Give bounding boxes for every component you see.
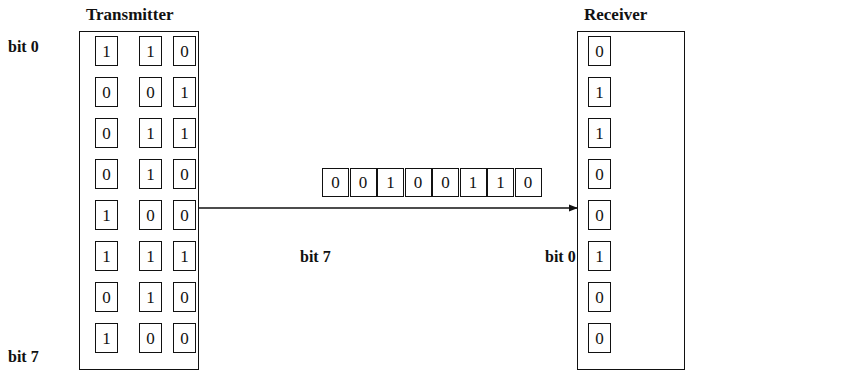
bit-value: 0 [180,207,189,224]
bit-cell: 1 [139,118,162,148]
bit-value: 0 [595,330,604,347]
bit-value: 0 [180,289,189,306]
bit-value: 1 [102,248,111,265]
bit-cell: 0 [95,118,118,148]
bit-value: 1 [180,125,189,142]
bit-value: 1 [146,43,155,60]
bit-cell: 0 [139,323,162,353]
bit-value: 0 [146,84,155,101]
bit-cell: 0 [173,323,196,353]
bit-cell: 1 [95,36,118,66]
serial-bit-cell: 0 [405,168,432,197]
bit-value: 1 [180,84,189,101]
serial-bit-cell: 1 [460,168,487,197]
bit-value: 0 [102,289,111,306]
bit-value: 1 [102,207,111,224]
bit-value: 0 [595,207,604,224]
bit-value: 1 [496,174,505,191]
serial-bit-cell: 0 [350,168,377,197]
bit-value: 0 [102,125,111,142]
bit-cell: 1 [588,241,611,271]
bit-label: bit 7 [300,248,331,266]
bit-value: 1 [146,289,155,306]
bit-cell: 1 [173,77,196,107]
bit-value: 0 [180,330,189,347]
bit-cell: 0 [173,36,196,66]
bit-value: 0 [414,174,423,191]
bit-cell: 0 [588,159,611,189]
serial-bit-cell: 1 [377,168,404,197]
serial-bit-cell: 1 [487,168,514,197]
bit-cell: 0 [95,282,118,312]
bit-value: 0 [595,166,604,183]
bit-cell: 1 [173,241,196,271]
bit-cell: 0 [173,159,196,189]
bit-value: 1 [595,248,604,265]
bit-value: 1 [102,330,111,347]
bit-value: 0 [180,43,189,60]
bit-value: 1 [146,125,155,142]
bit-value: 1 [146,248,155,265]
bit-cell: 1 [95,241,118,271]
serial-link [199,207,577,209]
serial-bit-cell: 0 [515,168,542,197]
bit-cell: 0 [173,200,196,230]
bit-cell: 0 [588,282,611,312]
bit-cell: 1 [173,118,196,148]
bit-cell: 0 [588,323,611,353]
bit-cell: 1 [139,241,162,271]
receiver-box: Receiver01100100 [577,31,685,370]
bit-value: 0 [146,207,155,224]
bit-value: 1 [469,174,478,191]
bit-value: 1 [102,43,111,60]
bit-cell: 1 [95,323,118,353]
bit-cell: 1 [588,77,611,107]
bit-value: 0 [180,166,189,183]
transmitter-box: Transmitter100011011011011001100100 [79,31,199,370]
bit-value: 1 [146,166,155,183]
bit-cell: 0 [588,36,611,66]
serial-bit-cell: 0 [322,168,349,197]
bit-value: 0 [146,330,155,347]
bit-value: 1 [180,248,189,265]
bit-value: 0 [331,174,340,191]
bit-value: 0 [102,84,111,101]
bit-value: 0 [359,174,368,191]
bit-value: 1 [595,125,604,142]
bit-label: bit 0 [8,38,39,56]
bit-value: 0 [595,43,604,60]
bit-value: 1 [386,174,395,191]
bit-value: 0 [595,289,604,306]
bit-cell: 0 [173,282,196,312]
bit-cell: 1 [139,282,162,312]
bit-cell: 0 [95,159,118,189]
bit-cell: 1 [139,36,162,66]
bit-value: 0 [441,174,450,191]
bit-cell: 0 [588,200,611,230]
bit-value: 0 [524,174,533,191]
bit-cell: 1 [139,159,162,189]
bit-value: 1 [595,84,604,101]
bit-value: 0 [102,166,111,183]
bit-label: bit 0 [545,248,576,266]
serial-bit-cell: 0 [432,168,459,197]
bit-label: bit 7 [8,348,39,366]
bit-cell: 0 [139,200,162,230]
bit-cell: 1 [588,118,611,148]
box-heading: Receiver [584,5,647,25]
bit-cell: 1 [95,200,118,230]
bit-cell: 0 [139,77,162,107]
box-heading: Transmitter [86,5,174,25]
bit-cell: 0 [95,77,118,107]
